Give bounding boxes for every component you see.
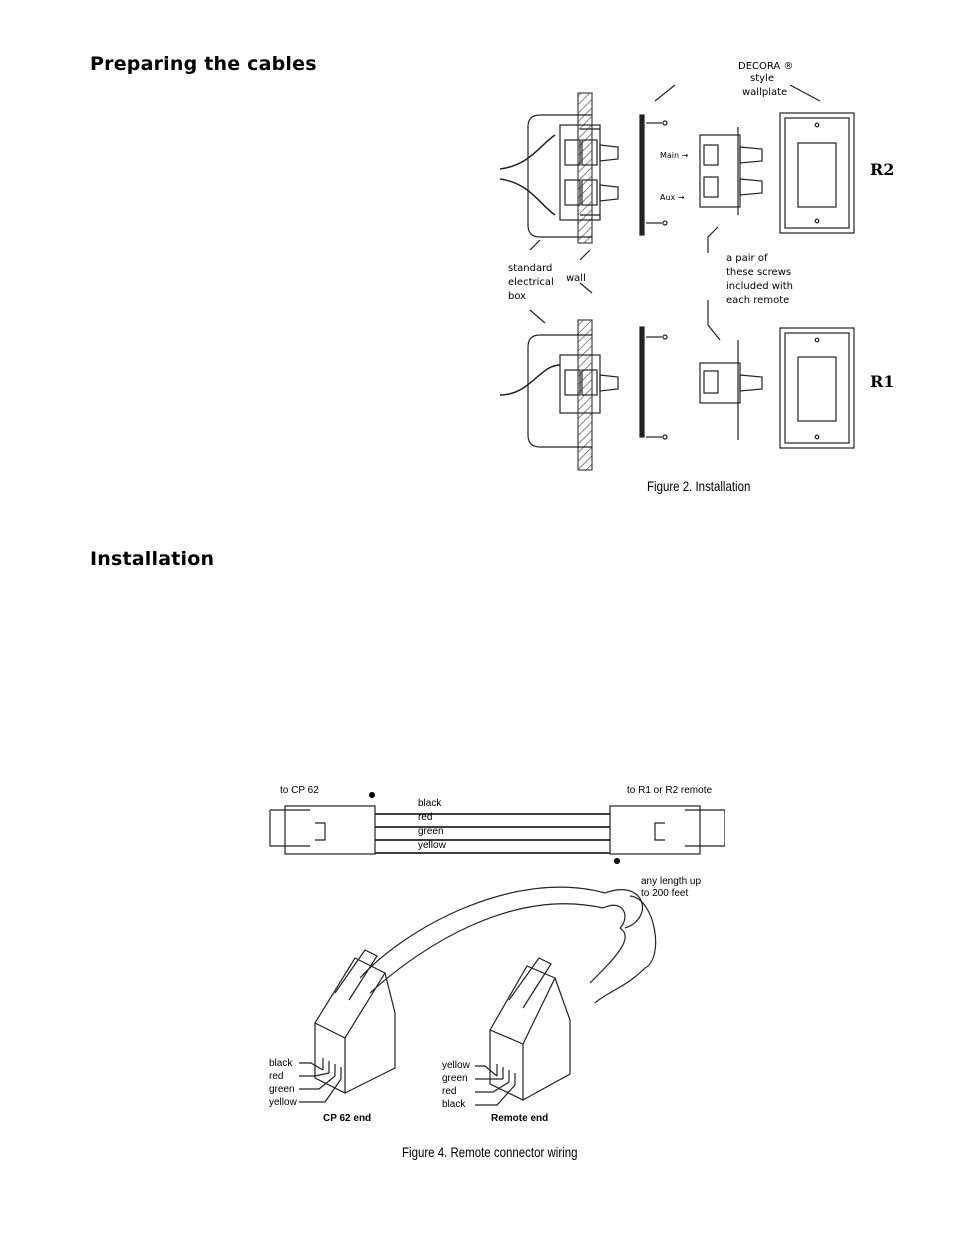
preparing-cables-heading: Preparing the cables: [90, 53, 317, 75]
screws-label-3: included with: [726, 281, 793, 292]
wire-label-black: black: [418, 798, 442, 809]
cp62-pin-yellow: yellow: [269, 1097, 298, 1108]
r2-assembly: [500, 84, 855, 244]
remote-pin-red: red: [442, 1086, 456, 1097]
figure2-caption: Figure 2. Installation: [647, 478, 751, 494]
any-length-label-2: to 200 feet: [641, 888, 688, 899]
screws-label-2: these screws: [726, 267, 791, 278]
r1-assembly: [500, 226, 855, 471]
cp62-pin-red: red: [269, 1071, 283, 1082]
wire-label-yellow: yellow: [418, 840, 447, 851]
to-cp62-label: to CP 62: [280, 785, 319, 796]
to-remote-label: to R1 or R2 remote: [627, 785, 712, 796]
screws-label-4: each remote: [726, 295, 789, 306]
box-label: box: [508, 291, 526, 302]
any-length-label-1: any length up: [641, 876, 701, 887]
cp62-end-label: CP 62 end: [323, 1113, 371, 1124]
standard-label: standard: [508, 263, 552, 274]
style-label: style: [750, 73, 774, 84]
r2-label: R2: [870, 160, 894, 179]
installation-diagram: DECORA ® style wallplate Main → Aux → R2…: [500, 61, 894, 471]
screws-label-1: a pair of: [726, 253, 768, 264]
figure4-caption: Figure 4. Remote connector wiring: [402, 1144, 578, 1160]
cp62-pin-green: green: [269, 1084, 295, 1095]
connector-wiring-diagram: to CP 62 to R1 or R2 remote black red gr…: [269, 785, 725, 1124]
wire-label-red: red: [418, 812, 432, 823]
installation-heading: Installation: [90, 548, 215, 570]
remote-pin-green: green: [442, 1073, 468, 1084]
cp62-pin-black: black: [269, 1058, 293, 1069]
remote-pin-black: black: [442, 1099, 466, 1110]
remote-pin-yellow: yellow: [442, 1060, 471, 1071]
remote-end-label: Remote end: [491, 1113, 548, 1124]
decora-label: DECORA ®: [738, 61, 793, 72]
r1-label: R1: [870, 372, 894, 391]
wall-label: wall: [566, 273, 586, 284]
remote-dot-icon: [614, 858, 620, 864]
cp62-dot-icon: [369, 792, 375, 798]
main-label: Main →: [660, 151, 689, 160]
wire-label-green: green: [418, 826, 444, 837]
electrical-label: electrical: [508, 277, 554, 288]
aux-label: Aux →: [660, 193, 685, 202]
wallplate-label: wallplate: [742, 87, 787, 98]
